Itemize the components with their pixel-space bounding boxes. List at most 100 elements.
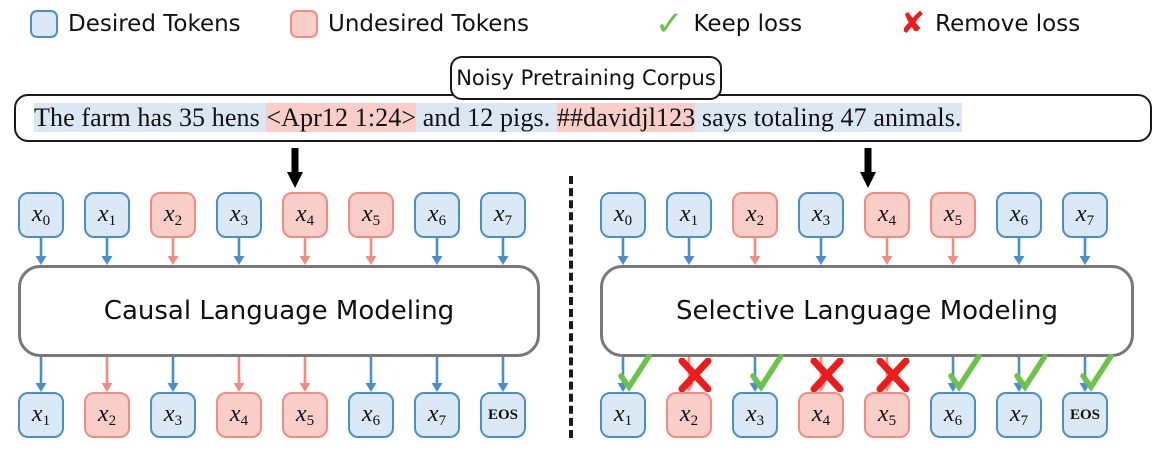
token-subscript: 6 xyxy=(372,412,381,429)
token-label: x7 xyxy=(493,200,513,229)
selective-input-token-3[interactable]: x3 xyxy=(798,192,844,238)
selective-output-token-4[interactable]: x5 xyxy=(864,392,910,438)
selective-keep-loss-check-icon-5 xyxy=(948,354,982,392)
selective-keep-loss-check-icon-7 xyxy=(1080,354,1114,392)
legend-item-2: ✓ Keep loss xyxy=(655,4,802,44)
model-box-selective: Selective Language Modeling xyxy=(600,265,1134,357)
corpus-segment-keep-0: The farm has 35 hens xyxy=(34,103,267,132)
causal-output-token-7[interactable]: EOS xyxy=(480,392,526,438)
token-subscript: 3 xyxy=(174,412,183,429)
selective-input-token-6[interactable]: x6 xyxy=(996,192,1042,238)
causal-input-token-6[interactable]: x6 xyxy=(414,192,460,238)
corpus-box: The farm has 35 hens <Apr12 1:24> and 12… xyxy=(14,94,1152,142)
causal-output-token-2[interactable]: x3 xyxy=(150,392,196,438)
token-label: x6 xyxy=(1009,200,1029,229)
selective-keep-loss-check-icon-2 xyxy=(750,354,784,392)
causal-output-token-3[interactable]: x4 xyxy=(216,392,262,438)
selective-input-token-5[interactable]: x5 xyxy=(930,192,976,238)
token-label: x3 xyxy=(745,400,765,429)
causal-output-token-5[interactable]: x6 xyxy=(348,392,394,438)
token-label: x2 xyxy=(97,400,117,429)
token-label: x1 xyxy=(679,200,699,229)
token-subscript: 6 xyxy=(1020,212,1029,229)
causal-input-token-1[interactable]: x1 xyxy=(84,192,130,238)
model-label-causal: Causal Language Modeling xyxy=(103,296,455,326)
token-label: x7 xyxy=(1009,400,1029,429)
selective-input-token-2[interactable]: x2 xyxy=(732,192,778,238)
causal-input-token-2[interactable]: x2 xyxy=(150,192,196,238)
token-label: x5 xyxy=(361,200,381,229)
legend-label: Undesired Tokens xyxy=(328,10,529,37)
token-subscript: 5 xyxy=(306,412,315,429)
desired-token-swatch-icon xyxy=(30,10,58,38)
token-label: x5 xyxy=(877,400,897,429)
check-icon: ✓ xyxy=(655,4,684,44)
selective-keep-loss-check-icon-6 xyxy=(1014,354,1048,392)
model-label-selective: Selective Language Modeling xyxy=(676,296,1058,326)
causal-output-token-4[interactable]: x5 xyxy=(282,392,328,438)
selective-output-token-2[interactable]: x3 xyxy=(732,392,778,438)
causal-input-token-5[interactable]: x5 xyxy=(348,192,394,238)
selective-keep-loss-check-icon-0 xyxy=(618,354,652,392)
token-subscript: 7 xyxy=(438,412,447,429)
causal-input-token-3[interactable]: x3 xyxy=(216,192,262,238)
causal-input-token-4[interactable]: x4 xyxy=(282,192,328,238)
selective-input-token-7[interactable]: x7 xyxy=(1062,192,1108,238)
causal-output-token-0[interactable]: x1 xyxy=(18,392,64,438)
token-subscript: 1 xyxy=(624,412,633,429)
token-label: x5 xyxy=(295,400,315,429)
model-box-causal: Causal Language Modeling xyxy=(18,265,540,357)
causal-input-token-0[interactable]: x0 xyxy=(18,192,64,238)
causal-output-token-1[interactable]: x2 xyxy=(84,392,130,438)
legend-item-1: Undesired Tokens xyxy=(290,4,529,44)
token-subscript: 3 xyxy=(756,412,765,429)
legend: Desired Tokens Undesired Tokens ✓ Keep loss… xyxy=(0,0,1166,52)
selective-output-token-5[interactable]: x6 xyxy=(930,392,976,438)
corpus-to-causal-arrow-icon xyxy=(287,148,303,188)
causal-output-token-6[interactable]: x7 xyxy=(414,392,460,438)
token-subscript: 2 xyxy=(756,212,765,229)
token-subscript: 6 xyxy=(438,212,447,229)
token-label: x1 xyxy=(97,200,117,229)
selective-input-token-1[interactable]: x1 xyxy=(666,192,712,238)
selective-output-token-1[interactable]: x2 xyxy=(666,392,712,438)
token-label: x2 xyxy=(163,200,183,229)
selective-output-token-0[interactable]: x1 xyxy=(600,392,646,438)
legend-label: Desired Tokens xyxy=(68,10,241,37)
token-subscript: 3 xyxy=(240,212,249,229)
corpus-title-label: Noisy Pretraining Corpus xyxy=(456,66,716,90)
token-label: x4 xyxy=(295,200,315,229)
token-subscript: 0 xyxy=(42,212,51,229)
corpus-segment-keep-4: says totaling 47 animals. xyxy=(695,103,962,132)
token-label: x0 xyxy=(31,200,51,229)
token-subscript: 7 xyxy=(1020,412,1029,429)
selective-input-token-4[interactable]: x4 xyxy=(864,192,910,238)
selective-remove-loss-cross-icon-3 xyxy=(810,358,844,392)
legend-label: Keep loss xyxy=(693,10,803,37)
selective-output-token-7[interactable]: EOS xyxy=(1062,392,1108,438)
selective-output-token-6[interactable]: x7 xyxy=(996,392,1042,438)
token-label: x5 xyxy=(943,200,963,229)
token-subscript: 6 xyxy=(954,412,963,429)
selective-remove-loss-cross-icon-4 xyxy=(876,358,910,392)
corpus-to-selective-arrow-icon xyxy=(860,148,876,188)
token-label: x1 xyxy=(613,400,633,429)
token-subscript: 5 xyxy=(888,412,897,429)
token-subscript: 4 xyxy=(822,412,831,429)
token-subscript: 2 xyxy=(108,412,117,429)
corpus-segment-drop-3: ##davidjl123 xyxy=(556,103,696,132)
token-label: x6 xyxy=(943,400,963,429)
token-label: x4 xyxy=(811,400,831,429)
token-subscript: 7 xyxy=(504,212,513,229)
token-label: x1 xyxy=(31,400,51,429)
token-label: x3 xyxy=(229,200,249,229)
token-label: EOS xyxy=(487,406,518,423)
legend-label: Remove loss xyxy=(935,10,1081,37)
selective-input-token-0[interactable]: x0 xyxy=(600,192,646,238)
causal-input-token-7[interactable]: x7 xyxy=(480,192,526,238)
token-label: x6 xyxy=(361,400,381,429)
selective-output-token-3[interactable]: x4 xyxy=(798,392,844,438)
token-label: EOS xyxy=(1069,406,1100,423)
token-label: x7 xyxy=(1075,200,1095,229)
